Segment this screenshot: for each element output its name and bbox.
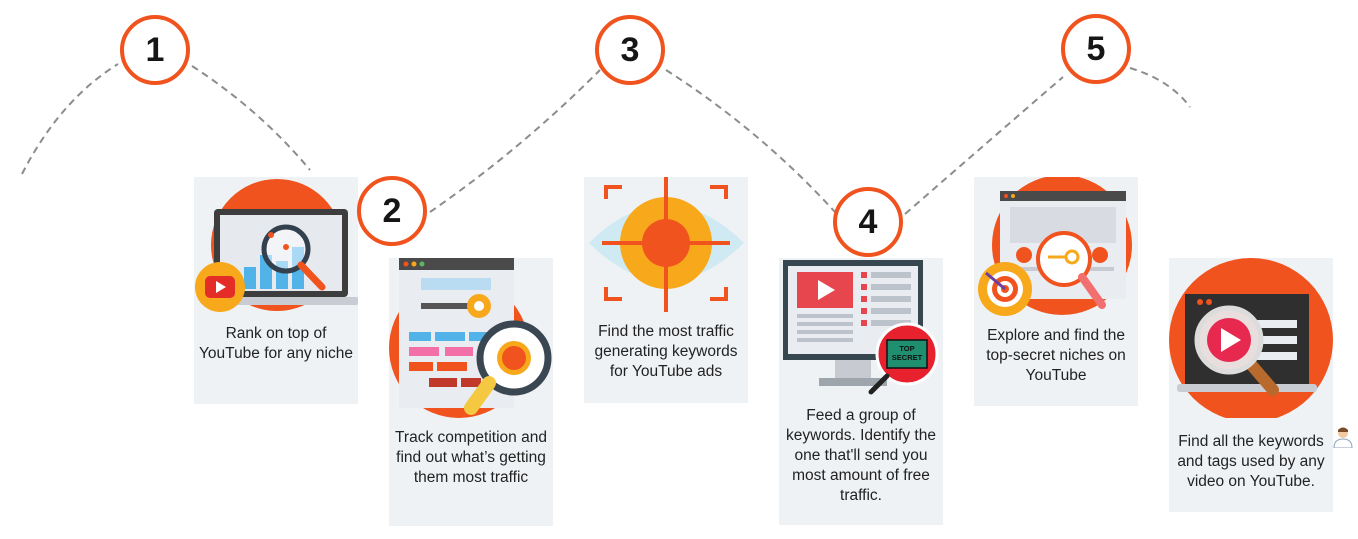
step-card-3: Find the most traffic generating keyword…: [584, 177, 748, 403]
target-eye-icon: [589, 177, 744, 312]
step-card-2: Track competition and find out what’s ge…: [389, 258, 553, 526]
monitor-top-secret-icon: [783, 260, 939, 395]
step-number-4: 4: [833, 187, 903, 257]
step-caption-2: Track competition and find out what’s ge…: [395, 429, 547, 486]
competition-tracking-icon: [389, 258, 552, 418]
step-number-5: 5: [1061, 14, 1131, 84]
step-caption-4: Feed a group of keywords. Identify the o…: [786, 407, 936, 504]
step-card-5: Explore and find the top-secret niches o…: [974, 177, 1138, 406]
step-card-1: Rank on top of YouTube for any niche: [194, 177, 358, 404]
step-caption-3: Find the most traffic generating keyword…: [594, 323, 738, 380]
user-avatar-icon: [1333, 427, 1353, 448]
step-number-1: 1: [120, 15, 190, 85]
step-caption-1: Rank on top of YouTube for any niche: [199, 325, 353, 362]
laptop-analytics-icon: [195, 179, 358, 312]
browser-key-search-icon: [978, 177, 1132, 316]
step-number-2: 2: [357, 176, 427, 246]
step-caption-5: Explore and find the top-secret niches o…: [986, 327, 1126, 384]
step-card-6: Find all the keywords and tags used by a…: [1169, 258, 1353, 512]
step-number-3: 3: [595, 15, 665, 85]
step-caption-6: Find all the keywords and tags used by a…: [1177, 433, 1325, 490]
laptop-video-search-icon: [1169, 258, 1333, 418]
